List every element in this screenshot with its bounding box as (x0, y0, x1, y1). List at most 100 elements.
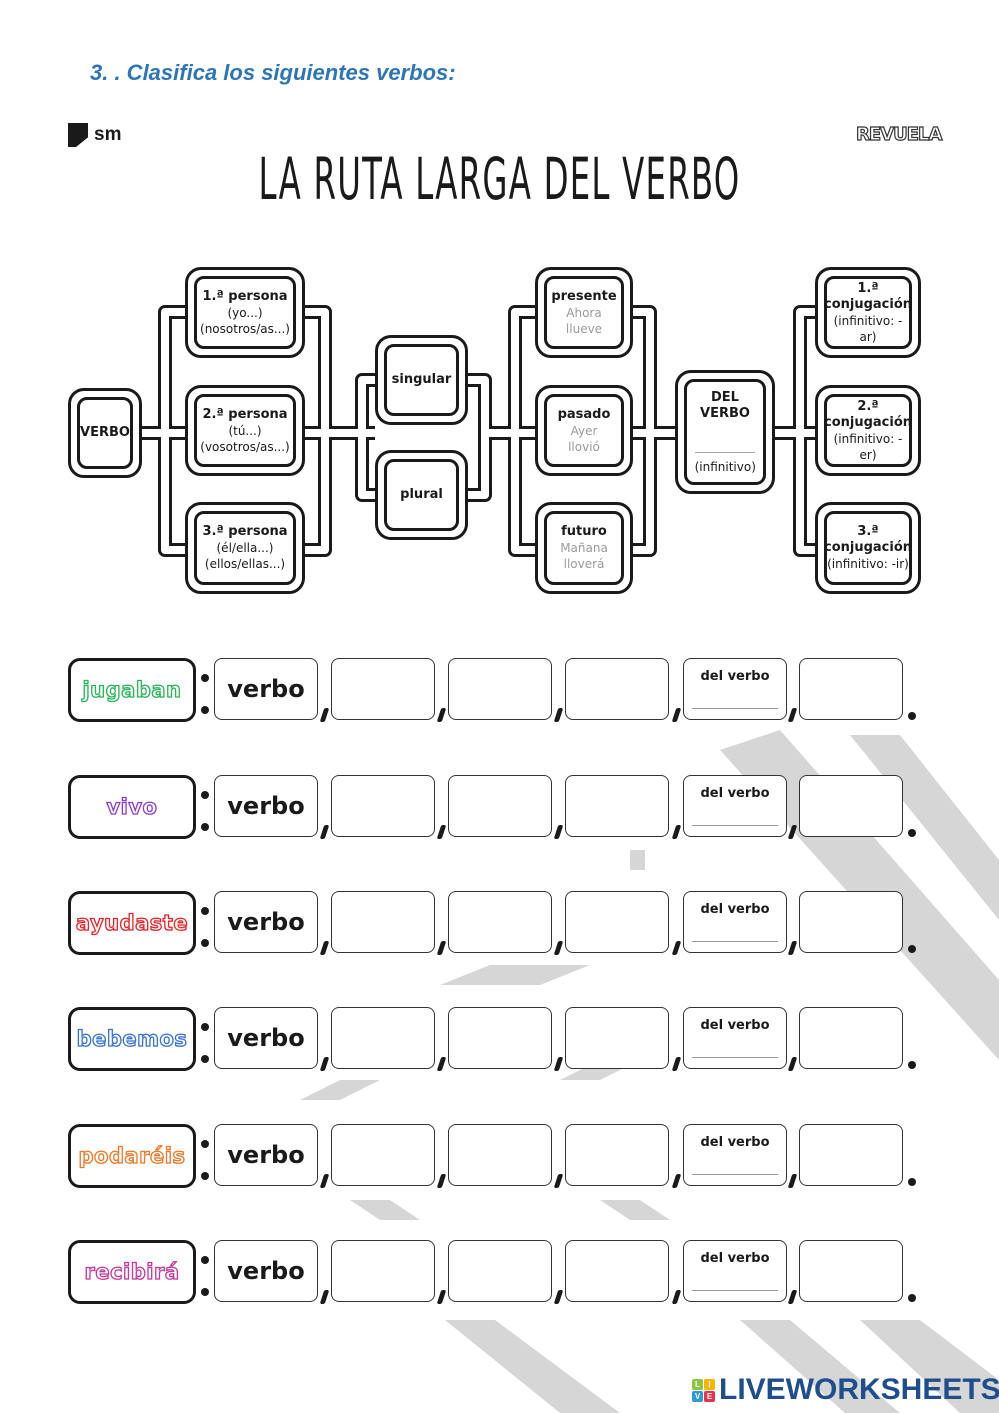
period (908, 1178, 916, 1186)
answer-line (692, 1174, 778, 1175)
verbo-box: verbo (214, 775, 318, 837)
numero-input[interactable] (448, 775, 552, 837)
infinitivo-input[interactable]: del verbo (683, 658, 787, 720)
tiempo-input[interactable] (565, 1007, 669, 1069)
comma (553, 1290, 564, 1304)
tiempo-input[interactable] (565, 1240, 669, 1302)
period (908, 712, 916, 720)
conjugacion-input[interactable] (799, 1240, 903, 1302)
comma (553, 941, 564, 955)
tiempo-input[interactable] (565, 1124, 669, 1186)
node-verbo: VERBO (68, 388, 142, 478)
numero-input[interactable] (448, 1124, 552, 1186)
answer-line (692, 825, 778, 826)
node-text: llovió (568, 439, 600, 454)
node-text: (vosotros/as...) (200, 439, 290, 454)
period (908, 945, 916, 953)
numero-input[interactable] (448, 891, 552, 953)
numero-input[interactable] (448, 658, 552, 720)
connector-pipe (305, 308, 329, 554)
sm-logo-icon (68, 123, 88, 147)
infinitivo-input[interactable]: del verbo (683, 1124, 787, 1186)
del-verbo-label: del verbo (700, 786, 770, 801)
numero-input[interactable] (448, 1240, 552, 1302)
node-text: Mañana (560, 541, 608, 555)
node-text: (ellos/ellas...) (204, 557, 286, 571)
verbo-box: verbo (214, 1007, 318, 1069)
comma (787, 1174, 798, 1188)
conjugacion-input[interactable] (799, 775, 903, 837)
conjugacion-input[interactable] (799, 1124, 903, 1186)
comma (436, 1290, 447, 1304)
comma (553, 825, 564, 839)
answer-line (692, 1057, 778, 1058)
node-text: (yo...) (227, 305, 263, 320)
liveworksheets-logo: L I V E LIVEWORKSHEETS (692, 1373, 999, 1407)
node-persona-1: 1.ª persona(yo...)(nosotros/as...) (185, 267, 305, 358)
persona-input[interactable] (331, 891, 435, 953)
comma (319, 1174, 330, 1188)
node-text: (nosotros/as...) (200, 321, 290, 336)
tiempo-input[interactable] (565, 891, 669, 953)
del-verbo-label: del verbo (700, 669, 770, 684)
persona-input[interactable] (331, 1007, 435, 1069)
verb-word-card: podaréis (68, 1124, 196, 1188)
node-text: (él/ella...) (216, 541, 274, 555)
persona-input[interactable] (331, 1124, 435, 1186)
verbo-box: verbo (214, 658, 318, 720)
conjugacion-input[interactable] (799, 1007, 903, 1069)
comma (436, 1057, 447, 1071)
conjugacion-input[interactable] (799, 658, 903, 720)
infinitivo-input[interactable]: del verbo (683, 1007, 787, 1069)
page-title: LA RUTA LARGA DEL VERBO (258, 145, 741, 213)
badge-letter: L (692, 1378, 703, 1390)
node-title: conjugación (823, 414, 913, 430)
node-persona-3: 3.ª persona (él/ella...) (ellos/ellas...) (185, 502, 305, 594)
node-label: singular (391, 372, 452, 387)
diagram-connectors (141, 305, 815, 557)
answer-line (692, 1290, 778, 1291)
infinitivo-input[interactable]: del verbo (683, 1240, 787, 1302)
period (908, 1294, 916, 1302)
node-text: Ahora (566, 305, 602, 320)
node-text: (infinitivo) (694, 452, 756, 475)
persona-input[interactable] (331, 658, 435, 720)
infinitivo-input[interactable]: del verbo (683, 891, 787, 953)
colon (201, 791, 209, 831)
publisher-logo-text: sm (94, 124, 122, 145)
infinitivo-input[interactable]: del verbo (683, 775, 787, 837)
node-title: 2.ª persona (202, 406, 288, 422)
del-verbo-label: del verbo (700, 1251, 770, 1266)
numero-input[interactable] (448, 1007, 552, 1069)
comma (671, 825, 682, 839)
verb-word-card: ayudaste (68, 891, 196, 955)
node-title: conjugación (823, 296, 913, 312)
conjugacion-input[interactable] (799, 891, 903, 953)
colon (201, 674, 209, 714)
connector-pipe (796, 308, 815, 554)
period (908, 1061, 916, 1069)
comma (436, 825, 447, 839)
persona-input[interactable] (331, 775, 435, 837)
node-title: presente (551, 288, 617, 304)
node-title: DEL (711, 390, 739, 405)
comma (319, 708, 330, 722)
node-title: 3.ª persona (202, 524, 288, 539)
tiempo-input[interactable] (565, 658, 669, 720)
node-text: lloverá (563, 557, 605, 571)
comma (671, 941, 682, 955)
comma (787, 708, 798, 722)
del-verbo-label: del verbo (700, 1018, 770, 1033)
tiempo-input[interactable] (565, 775, 669, 837)
verbo-box: verbo (214, 1124, 318, 1186)
instruction-heading: 3. . Clasifica los siguientes verbos: (90, 60, 456, 85)
comma (319, 941, 330, 955)
persona-input[interactable] (331, 1240, 435, 1302)
del-verbo-label: del verbo (700, 902, 770, 917)
